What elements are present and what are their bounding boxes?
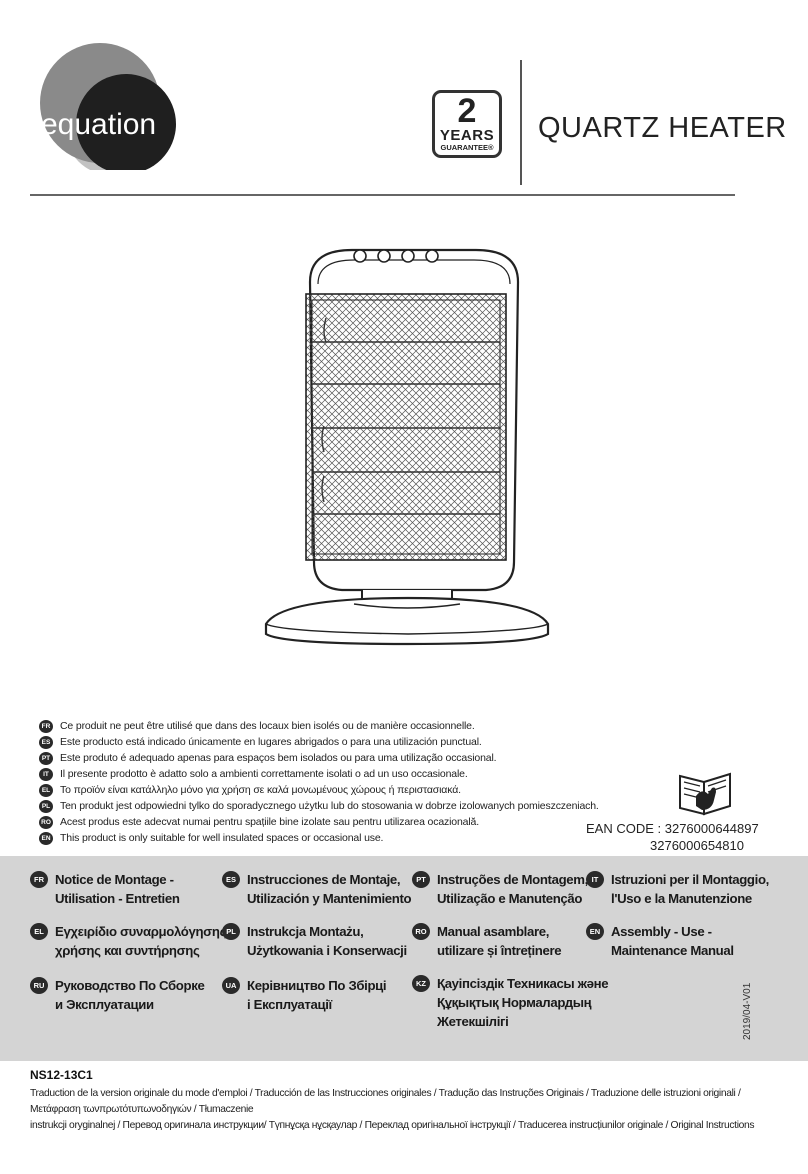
manual-title-line: Құқықтық Нормалардың [437,995,592,1010]
language-code-badge: PT [39,751,53,765]
ean-code-secondary: 3276000654810 [650,838,744,853]
warning-text: Ten produkt jest odpowiedni tylko do spo… [60,800,599,812]
guarantee-label: GUARANTEE® [440,143,494,152]
manual-title-line: Notice de Montage - [55,872,174,887]
warning-text: Acest produs este adecvat numai pentru s… [60,816,479,828]
manual-title-line: Assembly - Use - [611,924,712,939]
manual-title-line: utilizare și întreținere [437,943,562,958]
manual-title-line: Utilização e Manutenção [437,891,583,906]
language-code-badge: RO [412,923,430,940]
manual-title-line: Instruções de Montagem, [437,872,588,887]
language-code-badge: RO [39,815,53,829]
manual-title-line: Manual asamblare, [437,924,550,939]
warning-row: FR Ce produit ne peut être utilisé que d… [39,718,559,734]
language-code-badge: EN [586,923,604,940]
manual-title-line: Instrucciones de Montaje, [247,872,401,887]
read-manual-icon [679,772,731,816]
warning-text: Este produto é adequado apenas para espa… [60,752,497,764]
ean-code: EAN CODE : 3276000644897 [586,821,759,836]
brand-name: equation [41,108,156,141]
manual-title-it: IT Istruzioni per il Montaggio, l'Uso e l… [586,870,769,908]
manual-title-line: Utilización y Mantenimiento [247,891,412,906]
manual-title-line: Жетекшілігі [437,1014,509,1029]
warning-row: RO Acest produs este adecvat numai pentr… [39,814,559,830]
language-code-badge: PL [39,799,53,813]
language-code-badge: FR [39,719,53,733]
usage-warnings: FR Ce produit ne peut être utilisé que d… [39,718,599,846]
language-code-badge: ES [222,871,240,888]
manual-title-line: Қауіпсіздік Техникасы және [437,976,609,991]
language-code-badge: ES [39,735,53,749]
language-code-badge: IT [586,871,604,888]
warning-row: IT Il presente prodotto è adatto solo a … [39,766,559,782]
manual-title-line: Instrukcja Montażu, [247,924,364,939]
manual-title-line: χρήσης και συντήρησης [55,943,200,958]
manual-title-line: Istruzioni per il Montaggio, [611,872,769,887]
warning-row: PL Ten produkt jest odpowiedni tylko do … [39,798,599,814]
manual-title-line: Utilisation - Entretien [55,891,180,906]
manual-languages-band: FR Notice de Montage - Utilisation - Entr… [0,856,808,1061]
header-divider [520,60,522,185]
quartz-heater-illustration [264,248,550,646]
warning-text: Este producto está indicado únicamente e… [60,736,482,748]
header-rule [30,194,735,196]
guarantee-years-label: YEARS [439,127,495,144]
language-code-badge: UA [222,977,240,994]
language-code-badge: PT [412,871,430,888]
language-code-badge: EL [30,923,48,940]
language-code-badge: FR [30,871,48,888]
manual-title-line: і Експлуатації [247,997,332,1012]
warning-row: EN This product is only suitable for wel… [39,830,559,846]
manual-title-pt: PT Instruções de Montagem, Utilização e M… [412,870,588,908]
translation-note-line: instrukcji oryginalnej / Перевод оригина… [30,1120,755,1131]
manual-title-el: EL Εγχειρίδιο συναρμολόγησης, χρήσης και … [30,922,230,960]
language-code-badge: EN [39,831,53,845]
manual-title-line: Maintenance Manual [611,943,734,958]
warning-text: Ce produit ne peut être utilisé que dans… [60,720,475,732]
model-number: NS12-13C1 [30,1068,93,1082]
warning-text: Το προϊόν είναι κατάλληλο μόνο για χρήση… [60,784,461,796]
warning-text: This product is only suitable for well i… [60,832,384,844]
manual-title-es: ES Instrucciones de Montaje, Utilización … [222,870,412,908]
translation-note: Traduction de la version originale du mo… [30,1086,790,1134]
language-code-badge: RU [30,977,48,994]
manual-title-line: Εγχειρίδιο συναρμολόγησης, [55,924,230,939]
manual-title-line: l'Uso e la Manutenzione [611,891,752,906]
guarantee-badge: 2 YEARS GUARANTEE® [432,90,502,158]
manual-title-line: Керівництво По Збірці [247,978,387,993]
translation-note-line: Traduction de la version originale du mo… [30,1088,741,1115]
warning-text: Il presente prodotto è adatto solo a amb… [60,768,468,780]
manual-title-line: Użytkowania i Konserwacji [247,943,407,958]
manual-title-ru: RU Руководство По Сборке и Эксплуатации [30,976,205,1014]
manual-title-ua: UA Керівництво По Збірці і Експлуатації [222,976,387,1014]
warning-row: ES Este producto está indicado únicament… [39,734,559,750]
warning-row: PT Este produto é adequado apenas para e… [39,750,559,766]
language-code-badge: KZ [412,975,430,992]
manual-title-en: EN Assembly - Use - Maintenance Manual [586,922,734,960]
language-code-badge: IT [39,767,53,781]
product-title: QUARTZ HEATER [538,112,787,144]
manual-title-ro: RO Manual asamblare, utilizare și întreți… [412,922,562,960]
guarantee-years-number: 2 [457,92,477,130]
equation-logo: equation [40,43,176,170]
warning-row: EL Το προϊόν είναι κατάλληλο μόνο για χρ… [39,782,559,798]
manual-title-line: и Эксплуатации [55,997,154,1012]
document-version: 2019/04-V01 [742,982,753,1040]
manual-title-fr: FR Notice de Montage - Utilisation - Entr… [30,870,180,908]
language-code-badge: EL [39,783,53,797]
manual-title-line: Руководство По Сборке [55,978,205,993]
manual-title-pl: PL Instrukcja Montażu, Użytkowania i Kons… [222,922,407,960]
language-code-badge: PL [222,923,240,940]
